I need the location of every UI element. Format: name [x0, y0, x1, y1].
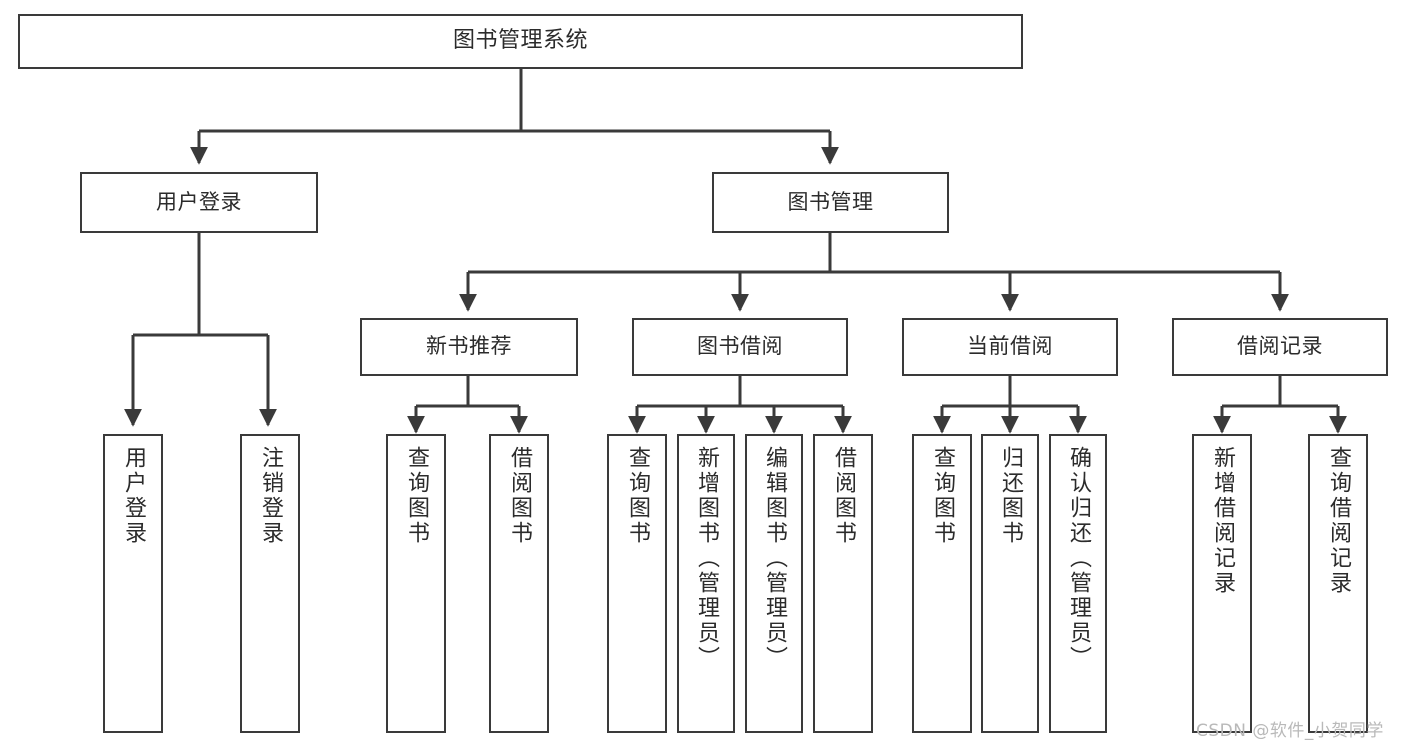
node-current-borrow[interactable]: 当前借阅 [902, 318, 1118, 376]
node-leaf-edit-book-label: 编辑图书（管理员） [762, 446, 787, 671]
node-leaf-add-record-label: 新增借阅记录 [1210, 446, 1235, 596]
node-new-book-recommend[interactable]: 新书推荐 [360, 318, 578, 376]
node-leaf-borrow-book-1[interactable]: 借阅图书 [489, 434, 549, 733]
csdn-watermark: CSDN @软件_小贺同学 [1196, 721, 1384, 741]
node-new-book-recommend-label: 新书推荐 [426, 334, 512, 359]
node-root[interactable]: 图书管理系统 [18, 14, 1023, 69]
node-leaf-query-book-1[interactable]: 查询图书 [386, 434, 446, 733]
node-user-login-label: 用户登录 [156, 189, 242, 214]
node-leaf-query-record[interactable]: 查询借阅记录 [1308, 434, 1368, 733]
node-leaf-borrow-book-2-label: 借阅图书 [831, 446, 856, 546]
node-book-borrow[interactable]: 图书借阅 [632, 318, 848, 376]
node-leaf-query-record-label: 查询借阅记录 [1326, 446, 1351, 596]
node-leaf-return-book-label: 归还图书 [998, 446, 1023, 546]
node-leaf-edit-book[interactable]: 编辑图书（管理员） [745, 434, 803, 733]
node-book-manage[interactable]: 图书管理 [712, 172, 949, 233]
node-leaf-user-login[interactable]: 用户登录 [103, 434, 163, 733]
node-book-borrow-label: 图书借阅 [697, 334, 783, 359]
node-leaf-query-book-1-label: 查询图书 [404, 446, 429, 546]
node-leaf-user-login-label: 用户登录 [121, 446, 146, 546]
node-leaf-add-book-label: 新增图书（管理员） [694, 446, 719, 671]
node-borrow-record[interactable]: 借阅记录 [1172, 318, 1388, 376]
node-leaf-query-book-2-label: 查询图书 [625, 446, 650, 546]
node-leaf-query-book-3[interactable]: 查询图书 [912, 434, 972, 733]
node-leaf-return-book[interactable]: 归还图书 [981, 434, 1039, 733]
node-leaf-confirm-return-label: 确认归还（管理员） [1066, 446, 1091, 671]
node-leaf-logout[interactable]: 注销登录 [240, 434, 300, 733]
node-current-borrow-label: 当前借阅 [967, 334, 1053, 359]
node-root-label: 图书管理系统 [452, 28, 588, 54]
node-borrow-record-label: 借阅记录 [1237, 334, 1323, 359]
node-leaf-borrow-book-2[interactable]: 借阅图书 [813, 434, 873, 733]
node-leaf-confirm-return[interactable]: 确认归还（管理员） [1049, 434, 1107, 733]
node-leaf-borrow-book-1-label: 借阅图书 [507, 446, 532, 546]
node-leaf-add-record[interactable]: 新增借阅记录 [1192, 434, 1252, 733]
node-leaf-logout-label: 注销登录 [258, 446, 283, 546]
node-user-login[interactable]: 用户登录 [80, 172, 318, 233]
node-book-manage-label: 图书管理 [787, 189, 874, 214]
node-leaf-query-book-2[interactable]: 查询图书 [607, 434, 667, 733]
node-leaf-add-book[interactable]: 新增图书（管理员） [677, 434, 735, 733]
node-leaf-query-book-3-label: 查询图书 [930, 446, 955, 546]
